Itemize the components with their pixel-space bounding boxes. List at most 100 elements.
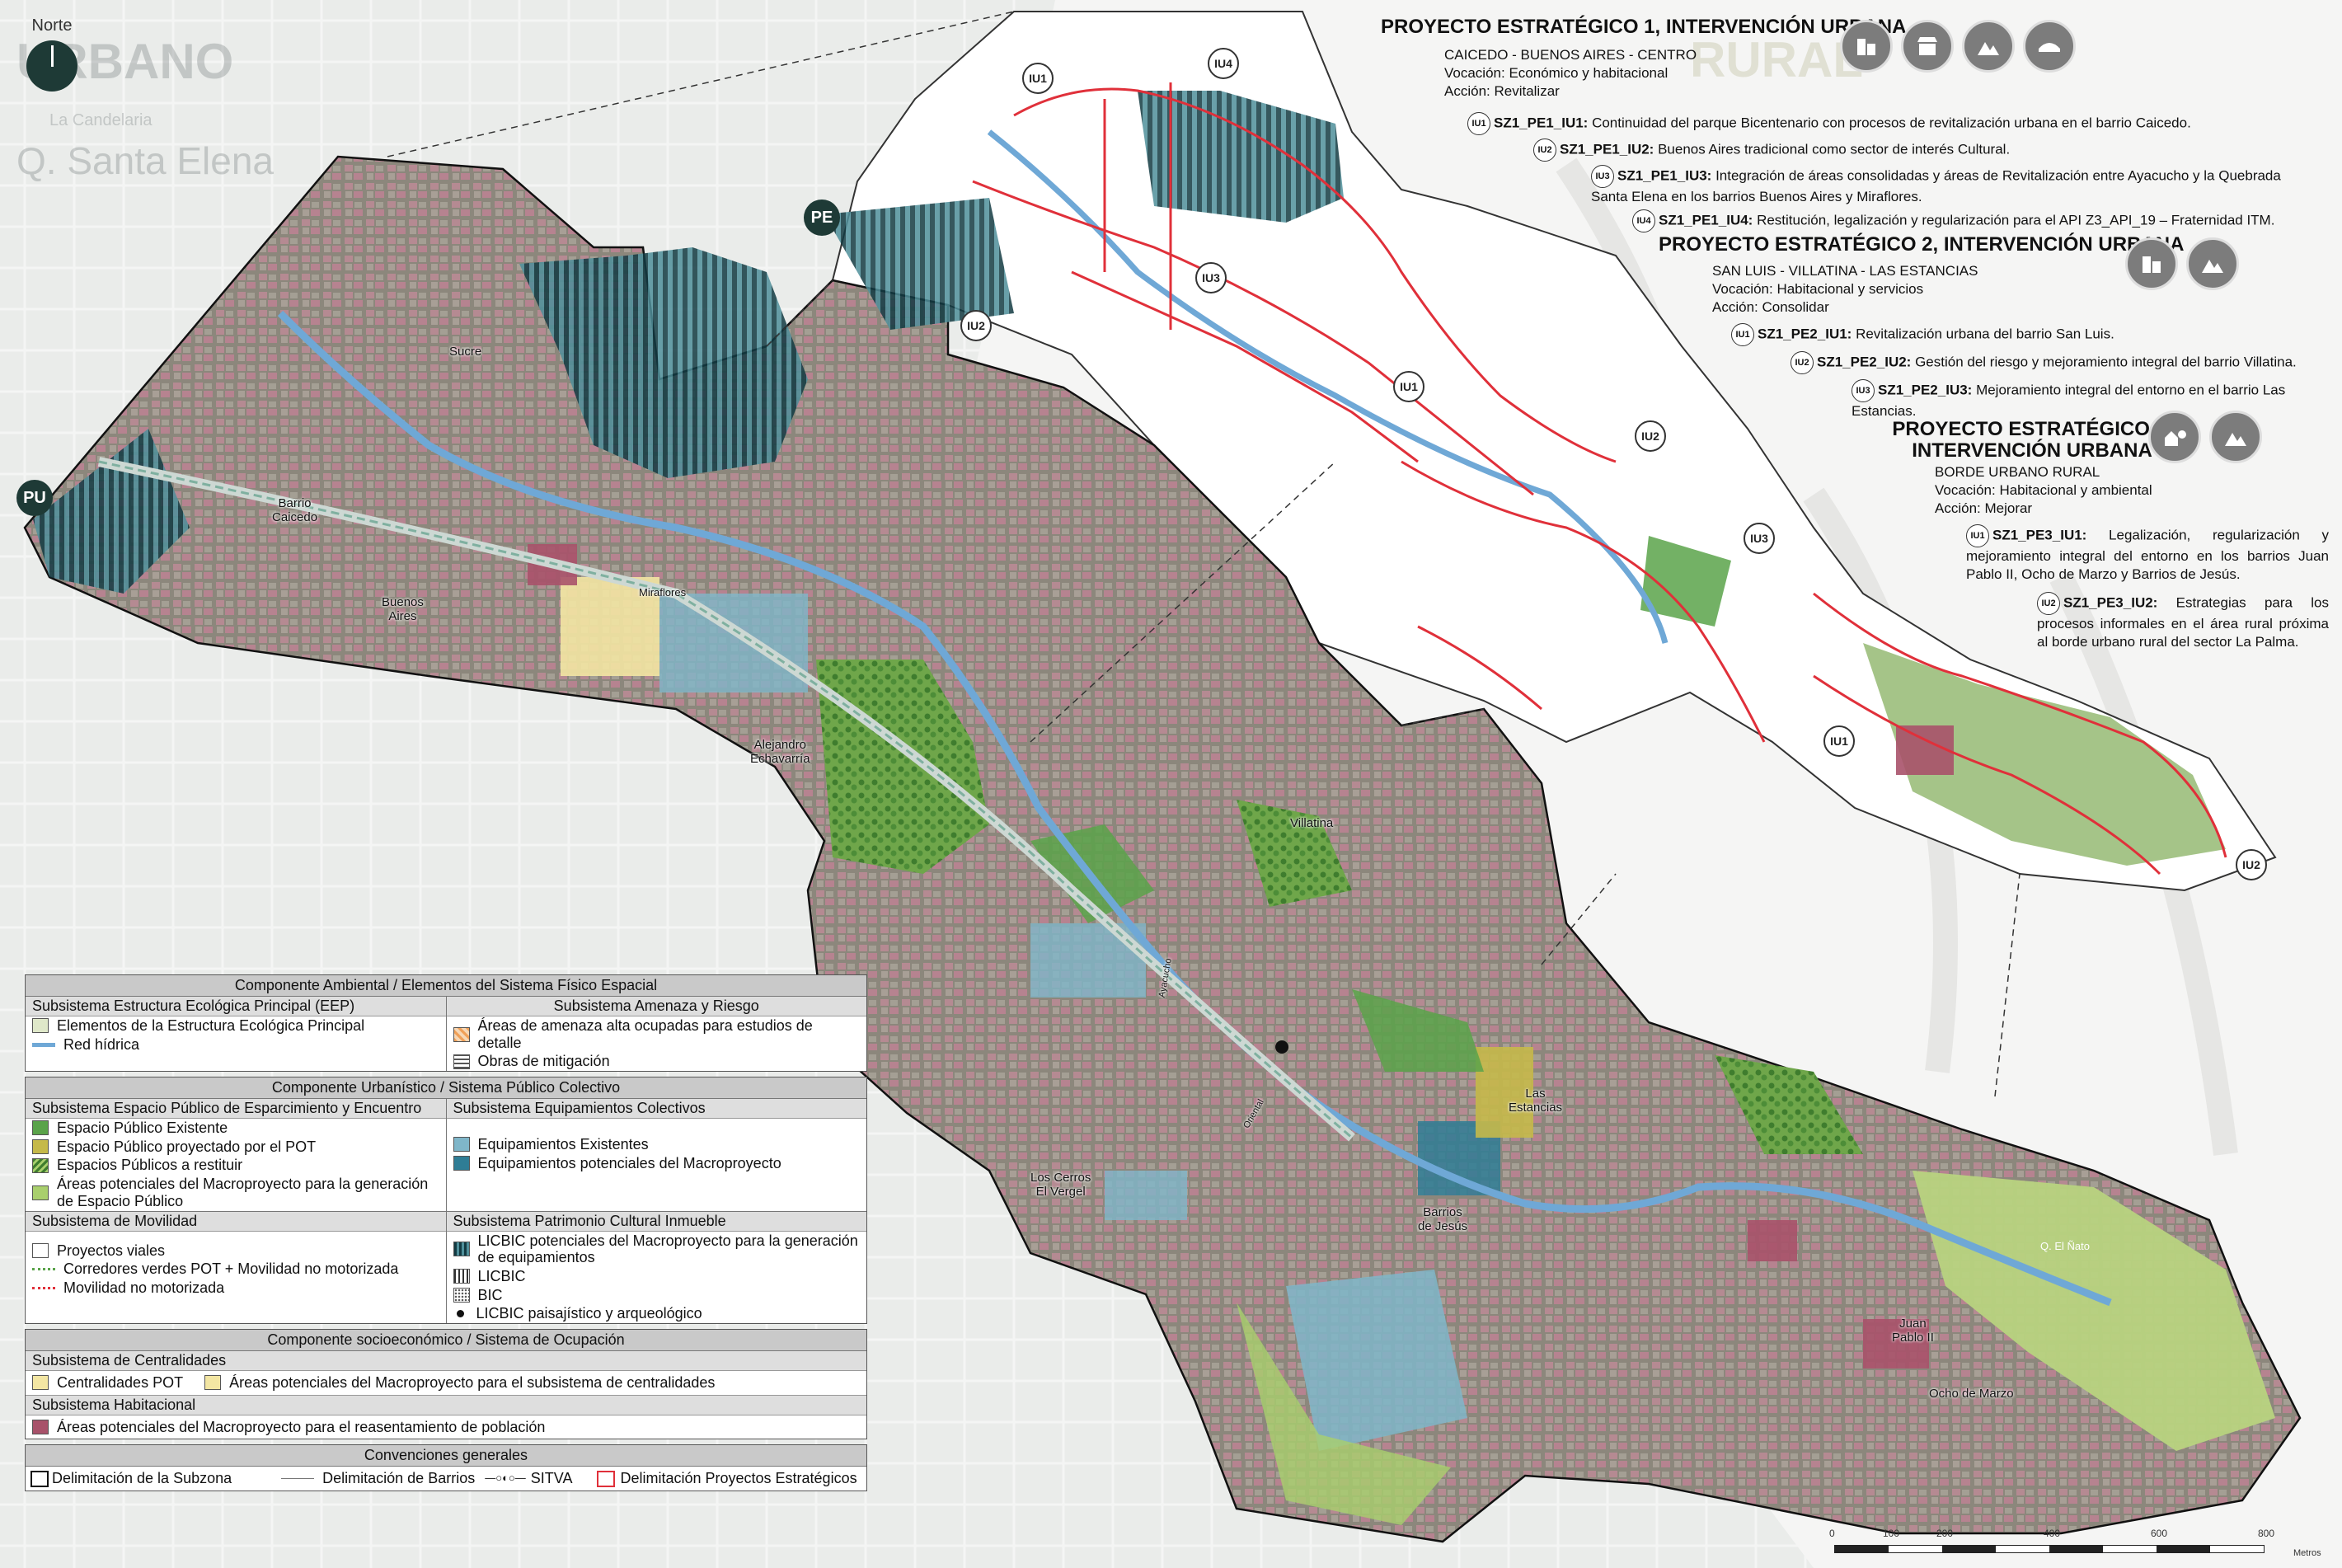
building-icon (2125, 237, 2178, 290)
legend-item: Obras de mitigación (447, 1052, 867, 1071)
legend-item: Equipamientos Existentes (447, 1135, 867, 1154)
place-alejandro: Alejandro Echavarría (750, 738, 810, 767)
building-icon (1840, 20, 1893, 73)
item-text: Integración de áreas consolidadas y área… (1591, 167, 2281, 204)
item-code: SZ1_PE2_IU1: (1758, 326, 1852, 342)
legend-item: Áreas de amenaza alta ocupadas para estu… (447, 1016, 867, 1052)
legend-item: LICBIC potenciales del Macroproyecto par… (447, 1232, 867, 1267)
legend-ep-title: Subsistema Espacio Público de Esparcimie… (26, 1099, 446, 1120)
legend-urbanistico-header: Componente Urbanístico / Sistema Público… (26, 1077, 866, 1100)
legend-item: BIC (447, 1286, 867, 1305)
legend-urbanistico: Componente Urbanístico / Sistema Público… (25, 1077, 867, 1324)
project-2-icons (2125, 237, 2239, 290)
legend-item: Espacio Público Existente (26, 1119, 446, 1138)
map-legend: Componente Ambiental / Elementos del Sis… (25, 974, 867, 1496)
sitva-icon: —○◐○— (485, 1472, 526, 1485)
iu-marker: IU4 (1208, 48, 1239, 79)
legend-mov-title: Subsistema de Movilidad (26, 1211, 446, 1232)
label-candelaria: La Candelaria (49, 111, 153, 129)
project-3-area: BORDE URBANO RURAL (1935, 464, 2100, 480)
scale-tick: 800 (2258, 1528, 2275, 1539)
label-rural: RURAL (1690, 32, 1863, 87)
bridge-icon (2023, 20, 2076, 73)
pin-pu: PU (16, 480, 53, 516)
iu-badge: IU2 (1533, 138, 1556, 162)
place-q-el-nano: Q. El Ñato (2040, 1240, 2090, 1252)
mountain-icon (1962, 20, 2015, 73)
project-1-title: PROYECTO ESTRATÉGICO 1, INTERVENCIÓN URB… (1381, 16, 1907, 38)
project-2-block: PROYECTO ESTRATÉGICO 2, INTERVENCIÓN URB… (1659, 233, 2236, 256)
iu-badge: IU1 (1467, 112, 1490, 135)
legend-eep-title: Subsistema Estructura Ecológica Principa… (26, 997, 446, 1016)
project-1-area: CAICEDO - BUENOS AIRES - CENTRO (1444, 47, 1697, 63)
item-text: Legalización, regularización y mejoramie… (1966, 527, 2329, 583)
item-text: Gestión del riesgo y mejoramiento integr… (1911, 354, 2297, 370)
iu-badge: IU4 (1632, 209, 1655, 233)
bic-point (1275, 1040, 1288, 1054)
legend-item: LICBIC paisajístico y arqueológico (447, 1304, 867, 1323)
item-code: SZ1_PE2_IU3: (1878, 382, 1973, 398)
legend-riesgo-title: Subsistema Amenaza y Riesgo (446, 997, 866, 1016)
place-buenos-aires: Buenos Aires (382, 595, 424, 624)
place-ocho-marzo: Ocho de Marzo (1929, 1387, 2014, 1401)
scale-tick: 200 (1936, 1528, 1954, 1539)
legend-conv-header: Convenciones generales (26, 1445, 866, 1467)
project-1-meta: CAICEDO - BUENOS AIRES - CENTRO Vocación… (1444, 46, 1823, 101)
legend-item: Espacio Público proyectado por el POT (26, 1138, 446, 1157)
item-code: SZ1_PE1_IU3: (1617, 167, 1712, 184)
project-3-vocacion: Vocación: Habitacional y ambiental (1935, 482, 2152, 499)
river-santa-elena (277, 310, 2112, 1307)
licbic-area-pe (1138, 91, 1344, 223)
project-1-vocacion: Vocación: Económico y habitacional (1444, 65, 1668, 82)
legend-ambiental: Componente Ambiental / Elementos del Sis… (25, 974, 867, 1073)
scale-unit: Metros (2293, 1548, 2321, 1558)
legend-item: Movilidad no motorizada (26, 1279, 446, 1298)
place-juan-pablo: Juan Pablo II (1892, 1317, 1934, 1345)
project-3-block: PROYECTO ESTRATÉGICO 3, INTERVENCIÓN URB… (1892, 418, 2172, 462)
legend-item: LICBIC (447, 1267, 867, 1286)
project-2-accion: Acción: Consolidar (1712, 299, 1829, 316)
project-2-meta: SAN LUIS - VILLATINA - LAS ESTANCIAS Voc… (1712, 262, 2042, 317)
market-icon (1901, 20, 1954, 73)
scale-bar (1834, 1542, 2265, 1553)
legend-item: Corredores verdes POT + Movilidad no mot… (26, 1260, 446, 1279)
mountain-icon (2186, 237, 2239, 290)
iu-badge: IU3 (1591, 165, 1614, 188)
scale-tick: 0 (1829, 1528, 1835, 1539)
legend-item: Equipamientos potenciales del Macroproye… (447, 1154, 867, 1173)
legend-socio: Componente socioeconómico / Sistema de O… (25, 1328, 867, 1440)
project-2-vocacion: Vocación: Habitacional y servicios (1712, 281, 1924, 298)
legend-item: Centralidades POT Áreas potenciales del … (26, 1371, 866, 1395)
legend-ambiental-header: Componente Ambiental / Elementos del Sis… (26, 975, 866, 997)
item-code: SZ1_PE3_IU2: (2063, 594, 2158, 611)
legend-eq-title: Subsistema Equipamientos Colectivos (446, 1099, 866, 1120)
item-text: Restitución, legalización y regularizaci… (1753, 212, 2275, 228)
project-1-icons (1840, 20, 2076, 73)
iu-marker: IU1 (1823, 725, 1855, 757)
project-3-title-2: INTERVENCIÓN URBANA (1912, 439, 2152, 462)
item-code: SZ1_PE1_IU2: (1560, 141, 1654, 157)
iu-marker: IU1 (1022, 63, 1054, 94)
project-3-icons (2148, 411, 2262, 463)
iu-badge: IU1 (1731, 323, 1754, 346)
iu-marker: IU3 (1195, 262, 1227, 293)
scale-tick: 100 (1883, 1528, 1900, 1539)
legend-pat-title: Subsistema Patrimonio Cultural Inmueble (446, 1211, 866, 1232)
item-code: SZ1_PE1_IU4: (1659, 212, 1753, 228)
project-3-meta: BORDE URBANO RURAL Vocación: Habitaciona… (1935, 463, 2232, 518)
label-santa-elena: Q. Santa Elena (16, 139, 274, 182)
iu-badge: IU1 (1966, 524, 1989, 547)
north-arrow: Norte (23, 16, 81, 92)
iu-marker: IU1 (1393, 371, 1424, 402)
item-text: Revitalización urbana del barrio San Lui… (1852, 326, 2114, 342)
place-sucre: Sucre (449, 345, 482, 359)
place-villatina: Villatina (1290, 816, 1334, 830)
project-2-area: SAN LUIS - VILLATINA - LAS ESTANCIAS (1712, 263, 1978, 279)
project-1-block: PROYECTO ESTRATÉGICO 1, INTERVENCIÓN URB… (1381, 16, 2288, 38)
